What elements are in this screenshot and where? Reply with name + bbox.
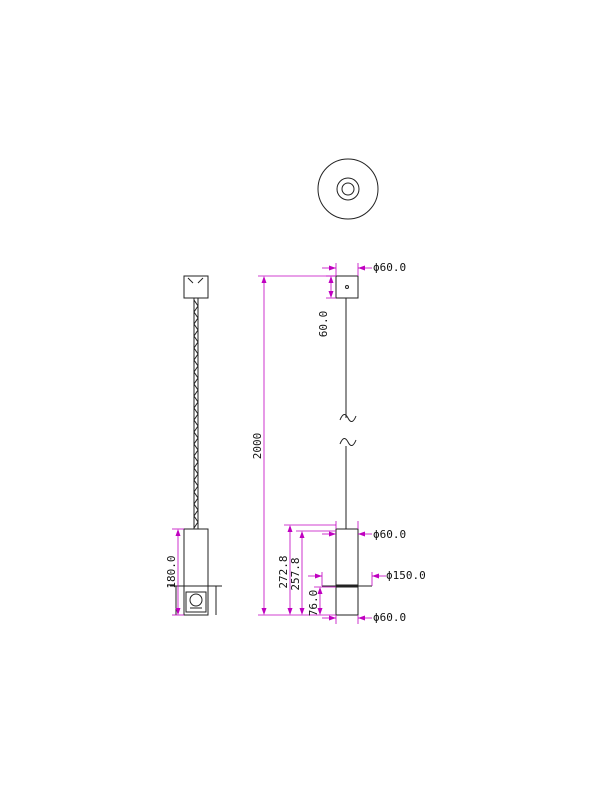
dim-label-side-body: 180.0 — [165, 555, 178, 588]
dim-flange-diameter: ϕ150.0 — [308, 569, 426, 586]
side-body — [183, 528, 209, 616]
dim-label-body-diameter: ϕ60.0 — [373, 528, 406, 541]
dim-label-body-upper: 257.8 — [289, 557, 302, 590]
front-cable-break-upper — [339, 414, 357, 422]
top-view-inner-ring — [336, 177, 360, 201]
dim-label-canopy-diameter: ϕ60.0 — [373, 261, 406, 274]
side-canopy — [183, 275, 209, 299]
dim-body-total: 272.8 — [277, 524, 336, 615]
front-canopy-screw — [345, 285, 349, 289]
side-canopy-screw — [197, 277, 204, 284]
dim-label-lower-section: 76.0 — [307, 590, 320, 617]
side-canopy-screw — [187, 277, 194, 284]
side-lamp-bulb — [189, 593, 203, 607]
dim-canopy-diameter: ϕ60.0 — [322, 261, 406, 276]
front-canopy — [335, 275, 359, 299]
dim-lower-section: 76.0 — [307, 586, 336, 617]
top-view-hole — [341, 182, 355, 196]
top-view-outer-ring — [317, 158, 379, 220]
side-view — [170, 275, 222, 616]
front-cable-break-lower — [339, 438, 357, 446]
dim-body-diameter: ϕ60.0 — [322, 521, 406, 541]
side-cable — [193, 298, 199, 529]
dim-canopy-height: 60.0 — [317, 275, 336, 338]
dim-label-canopy-height: 60.0 — [317, 311, 330, 338]
front-body-lower — [335, 586, 359, 616]
dim-label-bottom-diameter: ϕ60.0 — [373, 611, 406, 624]
top-view — [317, 158, 379, 220]
front-view — [322, 275, 372, 616]
dim-side-body-length: 180.0 — [165, 528, 184, 616]
dim-bottom-diameter: ϕ60.0 — [322, 611, 406, 624]
dim-label-flange-diameter: ϕ150.0 — [386, 569, 426, 582]
side-lamp-housing — [185, 591, 207, 613]
dim-total-length: 2000 — [251, 275, 336, 616]
dim-label-total-length: 2000 — [251, 433, 264, 460]
dim-body-upper: 257.8 — [289, 530, 336, 615]
dim-label-body-total: 272.8 — [277, 555, 290, 588]
front-body-upper — [335, 528, 359, 586]
